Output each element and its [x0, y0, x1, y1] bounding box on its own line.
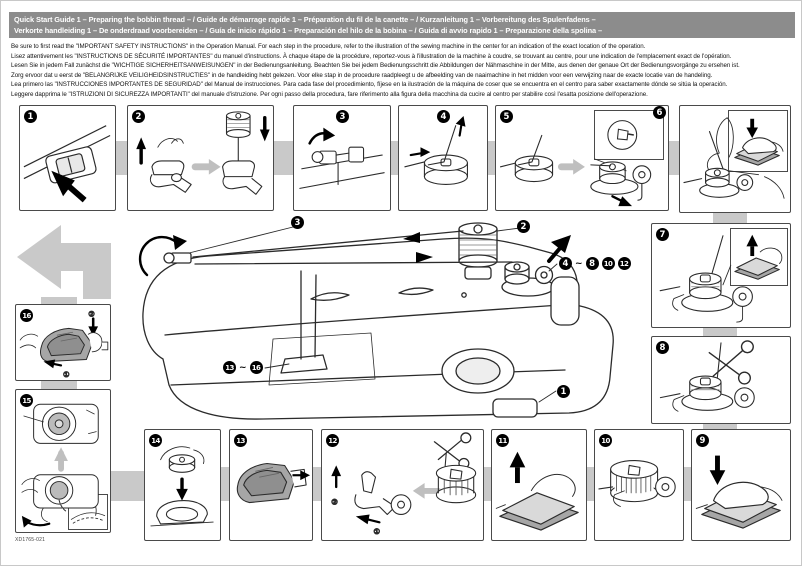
flow-connector: [274, 141, 293, 175]
step-13-badge: 13: [234, 434, 247, 447]
step-16-box: 16 ② ①: [15, 304, 111, 381]
machine-callout-1: 1: [557, 385, 570, 398]
step-8-badge: 8: [656, 341, 669, 354]
svg-text:①: ①: [374, 527, 381, 536]
release-pedal-inset: [730, 228, 788, 286]
flow-connector: [41, 297, 77, 304]
step-14-badge: 14: [149, 434, 162, 447]
svg-text:②: ②: [331, 498, 338, 507]
step-16-badge: 16: [20, 309, 33, 322]
bobbin-notch-detail-icon: [607, 120, 638, 150]
step-8-box: 8: [651, 336, 791, 424]
flow-connector: [703, 424, 737, 429]
machine-callout-2: 2: [517, 220, 530, 233]
thread-guide-icon: [299, 127, 385, 189]
replace-cover-icon: ② ①: [19, 309, 109, 380]
machine-callout-winder: 4 ~ 8 10 12: [559, 257, 631, 270]
intro-es: Lea primero las "INSTRUCCIONES IMPORTANT…: [11, 81, 728, 89]
foot-pedal-release-icon: [734, 234, 783, 280]
step-7-box: 7: [651, 223, 791, 328]
full-bobbin-icon: [598, 460, 676, 507]
flow-connector: [587, 467, 594, 501]
press-pedal-icon: [695, 455, 783, 529]
flow-connector: [111, 471, 144, 501]
step-12-badge: 12: [326, 434, 339, 447]
step-1-badge: 1: [24, 110, 37, 123]
bobbin-cover-icon: [236, 462, 311, 504]
insert-bobbin-icon: [150, 446, 214, 527]
scissors-trim-icon: [659, 340, 755, 412]
bobbin-to-winder-icon: [500, 134, 652, 207]
step-15-box: 15: [15, 389, 111, 533]
hold-thread-icon: [683, 117, 785, 199]
power-switch-icon: [23, 125, 111, 203]
step-10-badge: 10: [599, 434, 612, 447]
part-code: XD1765-021: [15, 537, 46, 543]
step-6-badge: 6: [653, 106, 666, 119]
step-3-box: 3: [293, 105, 391, 211]
step-10-box: 10: [594, 429, 684, 541]
title-line-2: Verkorte handleiding 1 – De onderdraad v…: [14, 26, 602, 35]
intro-en: Be sure to first read the "IMPORTANT SAF…: [11, 43, 646, 50]
step-15-badge: 15: [20, 394, 33, 407]
step-4-box: 4: [398, 105, 488, 211]
step-5-box: 5 6: [495, 105, 669, 211]
step-3-badge: 3: [336, 110, 349, 123]
machine-callout-needle: 13 ~ 16: [223, 361, 263, 374]
svg-text:②: ②: [88, 310, 95, 319]
flow-arrow-left: [17, 225, 111, 299]
step-6-action-box: [679, 105, 791, 213]
flow-connector: [488, 141, 495, 175]
step-1-box: 1: [19, 105, 116, 211]
step-12-box: 12 ② ①: [321, 429, 484, 541]
spool-pin-icon: [136, 111, 270, 195]
page-title-bar: Quick Start Guide 1 – Preparing the bobb…: [9, 12, 795, 38]
intro-de: Lesen Sie in jedem Fall zunächst die "WI…: [11, 62, 740, 70]
foot-pedal-press-icon: [734, 118, 784, 166]
flow-connector: [391, 141, 398, 175]
step-2-badge: 2: [132, 110, 145, 123]
step-14-box: 14: [144, 429, 221, 541]
title-line-1: Quick Start Guide 1 – Preparing the bobb…: [14, 15, 596, 24]
svg-text:①: ①: [63, 370, 70, 379]
step-9-badge: 9: [696, 434, 709, 447]
release-pedal-icon: [495, 451, 579, 531]
flow-connector: [313, 467, 321, 501]
step-13-box: 13: [229, 429, 313, 541]
flow-connector: [713, 213, 747, 223]
step-7-badge: 7: [656, 228, 669, 241]
step-11-box: 11: [491, 429, 587, 541]
flow-connector: [669, 141, 679, 175]
step-2-box: 2: [127, 105, 274, 211]
flow-connector: [703, 328, 737, 336]
step-6-alignment-inset: [594, 110, 664, 160]
sewing-machine-illustration: [138, 222, 614, 420]
machine-callout-3: 3: [291, 216, 304, 229]
step-9-box: 9: [691, 429, 791, 541]
flow-connector: [116, 141, 127, 175]
bobbin-few-winds-icon: [659, 235, 753, 323]
step-5-badge: 5: [500, 110, 513, 123]
intro-text: Be sure to first read the "IMPORTANT SAF…: [11, 42, 799, 100]
flow-connector: [684, 467, 691, 501]
step-4-badge: 4: [437, 110, 450, 123]
cut-and-remove-bobbin-icon: ② ①: [331, 432, 477, 537]
flow-connector: [41, 381, 77, 389]
press-pedal-inset: [728, 110, 788, 172]
flow-connector: [221, 467, 229, 501]
intro-fr: Lisez attentivement les "INSTRUCTIONS DE…: [11, 52, 732, 60]
intro-nl: Zorg ervoor dat u eerst de "BELANGRIJKE …: [11, 71, 713, 79]
step-11-badge: 11: [496, 434, 509, 447]
flow-connector: [484, 467, 491, 501]
intro-it: Leggere dapprima le "ISTRUZIONI DI SICUR…: [11, 90, 648, 98]
bobbin-thread-hole-icon: [404, 115, 468, 185]
bobbin-case-thread-icon: [21, 403, 99, 528]
